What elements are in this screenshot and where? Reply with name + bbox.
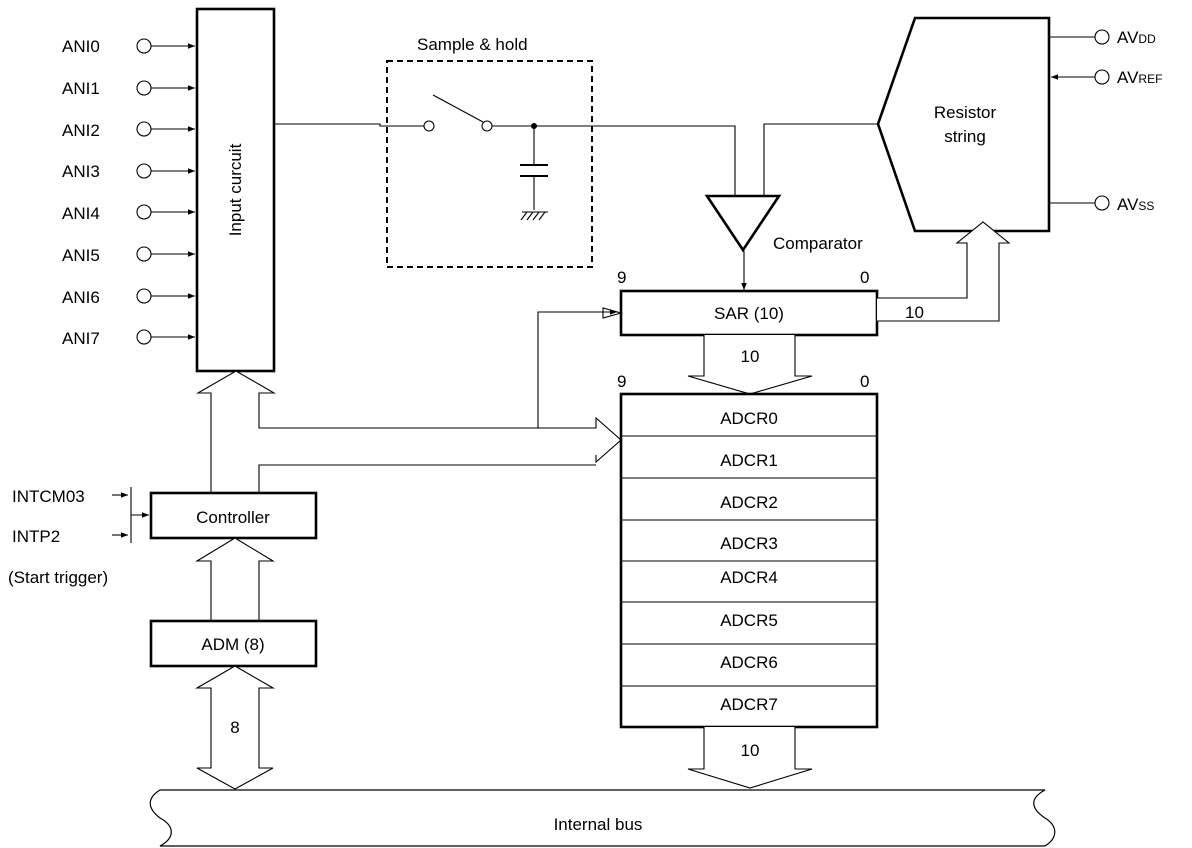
- supply-pin-avss: AVSS: [1049, 195, 1154, 214]
- analog-input-ani0: ANI0: [62, 37, 195, 56]
- adcr-register: ADCR7: [720, 695, 778, 714]
- pin-terminal-icon: [136, 246, 152, 262]
- analog-input-ani1: ANI1: [62, 79, 195, 98]
- adm-bus-width-label: 8: [230, 718, 239, 737]
- resistor-string-label: string: [944, 127, 986, 146]
- adcr-output-width-label: 10: [741, 741, 760, 760]
- wire-from-resistor-string: [763, 123, 879, 196]
- pin-terminal-icon: [1094, 195, 1110, 211]
- adcr-register: ADCR6: [720, 653, 778, 672]
- sample-hold-label: Sample & hold: [417, 35, 528, 54]
- analog-input-pins: ANI0 ANI1 ANI2 ANI3 ANI4 ANI5: [62, 37, 195, 348]
- supply-pin-label: AV: [1117, 68, 1139, 87]
- svg-text:AVDD: AVDD: [1117, 28, 1156, 47]
- adcr-register: ADCR1: [720, 451, 778, 470]
- supply-pin-subscript: SS: [1138, 199, 1154, 213]
- sar-lsb-label: 0: [860, 268, 869, 287]
- sar-register: [619, 289, 879, 337]
- input-circuit-block: [195, 7, 276, 373]
- input-circuit-label: Input curcuit: [226, 143, 245, 236]
- switch-terminal-icon: [481, 120, 493, 132]
- analog-input-ani5: ANI5: [62, 246, 195, 265]
- pin-terminal-icon: [136, 80, 152, 96]
- adcr-register: ADCR4: [720, 568, 778, 587]
- svg-text:AVSS: AVSS: [1117, 195, 1154, 214]
- control-bus-to-adcr-upper: [259, 416, 622, 464]
- analog-signal-line: [274, 123, 424, 127]
- wire-to-comparator: [534, 125, 736, 196]
- adm-register: [149, 619, 318, 668]
- analog-input-label: ANI1: [62, 79, 100, 98]
- analog-input-label: ANI6: [62, 288, 100, 307]
- analog-input-ani2: ANI2: [62, 121, 195, 140]
- supply-pin-subscript: DD: [1138, 32, 1156, 46]
- analog-input-label: ANI4: [62, 204, 100, 223]
- controller-label: Controller: [196, 508, 270, 527]
- resistor-string-block: [876, 16, 1051, 233]
- svg-text:AVREF: AVREF: [1117, 68, 1162, 87]
- adm-to-controller-bus-arrow: [195, 537, 275, 621]
- analog-input-label: ANI3: [62, 162, 100, 181]
- supply-pin-avdd: AVDD: [1049, 28, 1156, 47]
- supply-pin-subscript: REF: [1138, 72, 1162, 86]
- comparator-icon: [704, 194, 782, 253]
- pin-terminal-icon: [136, 329, 152, 345]
- ground-icon: [520, 211, 548, 221]
- pin-terminal-icon: [1094, 29, 1110, 45]
- pin-terminal-icon: [136, 38, 152, 54]
- adm-label: ADM (8): [201, 635, 264, 654]
- sar-down-width-label: 10: [741, 347, 760, 366]
- adcr-register: ADCR3: [720, 534, 778, 553]
- supply-pin-label: AV: [1117, 195, 1139, 214]
- controller-block: [149, 491, 318, 540]
- analog-input-ani6: ANI6: [62, 288, 195, 307]
- internal-bus-label: Internal bus: [554, 815, 643, 834]
- analog-input-label: ANI5: [62, 246, 100, 265]
- analog-input-label: ANI7: [62, 329, 100, 348]
- start-trigger-note: (Start trigger): [8, 568, 108, 587]
- sar-output-width-label: 10: [905, 303, 924, 322]
- analog-input-ani7: ANI7: [62, 329, 195, 348]
- adcr-register: ADCR0: [720, 409, 778, 428]
- internal-bus: [149, 789, 1056, 847]
- pin-terminal-icon: [136, 288, 152, 304]
- comparator-label: Comparator: [773, 234, 863, 253]
- sample-hold-block: [386, 60, 593, 268]
- analog-input-ani4: ANI4: [62, 204, 195, 223]
- analog-input-label: ANI0: [62, 37, 100, 56]
- trigger-label-intp2: INTP2: [12, 527, 60, 546]
- adm-bus-bidirectional-arrow: [194, 665, 276, 790]
- pin-terminal-icon: [136, 163, 152, 179]
- adcr-register: ADCR2: [720, 493, 778, 512]
- sar-to-resistor-bus-arrow: [877, 221, 1011, 322]
- pin-terminal-icon: [136, 204, 152, 220]
- pin-terminal-icon: [1094, 69, 1110, 85]
- resistor-string-label: Resistor: [934, 103, 997, 122]
- sar-msb-label: 9: [617, 268, 626, 287]
- supply-pin-label: AV: [1117, 28, 1139, 47]
- adcr-msb-label: 9: [617, 372, 626, 391]
- switch-terminal-icon: [423, 120, 435, 132]
- control-bus-to-adcr-lower: [258, 464, 596, 493]
- adcr-lsb-label: 0: [860, 372, 869, 391]
- pin-terminal-icon: [136, 121, 152, 137]
- analog-input-label: ANI2: [62, 121, 100, 140]
- analog-input-ani3: ANI3: [62, 162, 195, 181]
- adcr-register-list: ADCR0 ADCR1 ADCR2 ADCR3 ADCR4 ADCR5 ADCR…: [621, 409, 877, 714]
- supply-pin-avref: AVREF: [1051, 68, 1162, 87]
- adcr-register: ADCR5: [720, 611, 778, 630]
- capacitor-icon: [520, 126, 548, 210]
- sar-label: SAR (10): [714, 304, 784, 323]
- switch-icon: [432, 94, 484, 123]
- adcr-to-bus-arrow: [687, 727, 813, 789]
- trigger-label-intcm03: INTCM03: [12, 487, 85, 506]
